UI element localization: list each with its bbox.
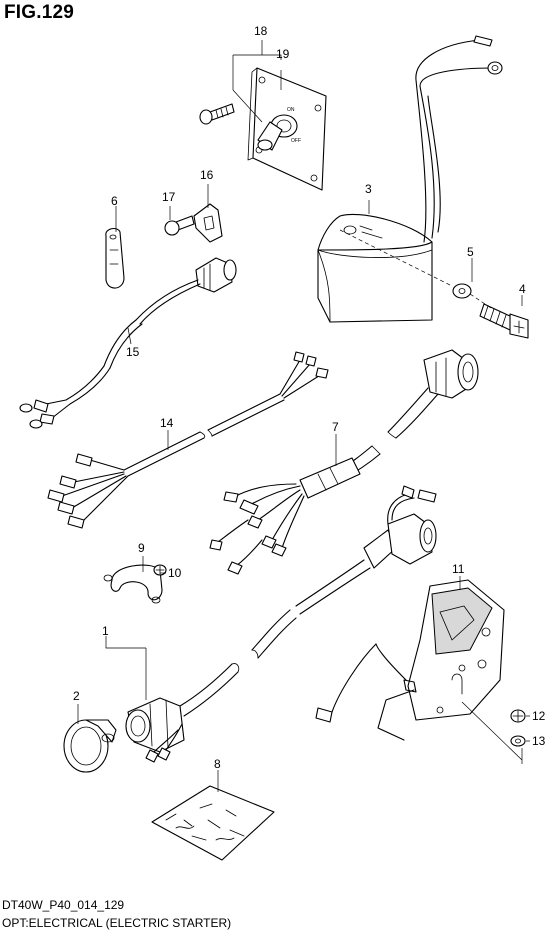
key-switch-part-18[interactable] <box>257 121 283 151</box>
label-4: 4 <box>519 282 526 296</box>
label-2: 2 <box>73 689 80 703</box>
switch-on-mark: ON <box>287 107 295 113</box>
harness-part-15[interactable] <box>19 257 237 429</box>
harness-part-7[interactable] <box>209 349 479 575</box>
bracket-part-16[interactable] <box>193 203 223 243</box>
socket-cap-part-2[interactable] <box>63 719 117 773</box>
label-5: 5 <box>467 245 474 259</box>
washer-part-13[interactable] <box>510 735 526 747</box>
screw-part-17[interactable] <box>164 215 195 236</box>
starter-box-leads <box>415 35 503 243</box>
label-15: 15 <box>126 345 140 359</box>
label-10: 10 <box>168 566 182 580</box>
label-6: 6 <box>111 194 118 208</box>
label-7: 7 <box>332 420 339 434</box>
label-16: 16 <box>200 168 214 182</box>
switch-plate-part-19[interactable]: ON OFF <box>247 67 327 191</box>
clamp-part-9[interactable] <box>103 564 163 604</box>
screw-part-18[interactable] <box>199 103 235 125</box>
washer-part-5[interactable] <box>452 283 472 299</box>
parts-bag-part-8[interactable] <box>151 785 275 861</box>
label-19: 19 <box>276 47 290 61</box>
label-3: 3 <box>365 182 372 196</box>
label-1: 1 <box>102 624 109 638</box>
socket-harness-part-1[interactable] <box>125 485 437 763</box>
starter-box-part-3[interactable] <box>317 213 433 323</box>
bracket-part-11[interactable] <box>315 579 505 741</box>
label-12: 12 <box>532 709 546 723</box>
switch-off-mark: OFF <box>291 138 301 144</box>
harness-part-14[interactable] <box>47 351 329 529</box>
label-17: 17 <box>162 190 176 204</box>
label-11: 11 <box>452 562 465 576</box>
leader-lines <box>77 40 530 792</box>
label-8: 8 <box>214 757 221 771</box>
figure-title: FIG.129 <box>4 2 75 23</box>
diagram-code: DT40W_P40_014_129 <box>2 898 125 912</box>
screw-part-10[interactable] <box>153 564 167 576</box>
part-number-labels: 18 19 3 5 4 6 17 16 15 14 7 9 10 11 1 2 … <box>73 24 546 771</box>
label-9: 9 <box>138 541 145 555</box>
clip-part-6[interactable] <box>105 227 125 289</box>
label-18: 18 <box>254 24 268 38</box>
bolt-part-4[interactable] <box>479 303 529 339</box>
label-14: 14 <box>160 416 174 430</box>
diagram-caption: OPT:ELECTRICAL (ELECTRIC STARTER) <box>2 916 232 930</box>
label-13: 13 <box>532 734 546 748</box>
screw-part-12[interactable] <box>510 709 526 723</box>
